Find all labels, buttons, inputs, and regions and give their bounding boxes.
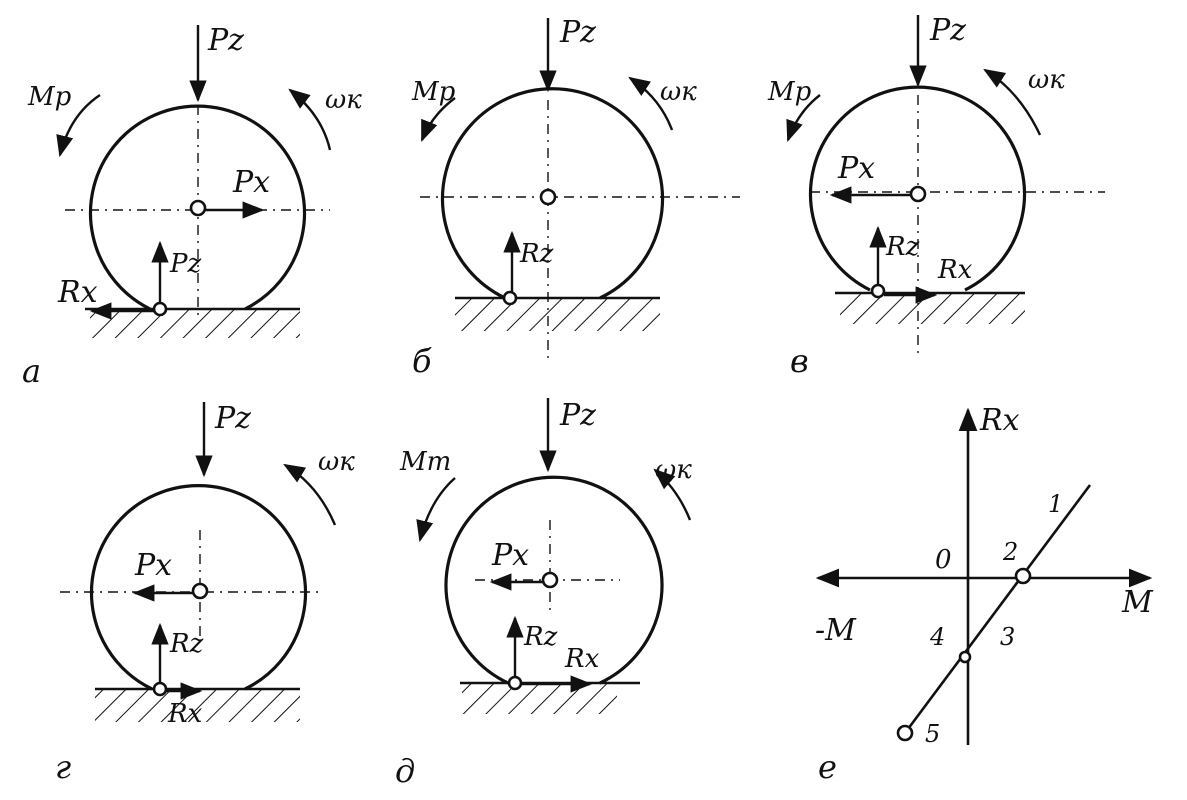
point-2-marker [1014, 567, 1032, 585]
origin-label: 0 [935, 545, 952, 575]
moment-label: Mp [27, 82, 72, 112]
px-label: Px [491, 538, 529, 573]
point-label-1: 1 [1048, 490, 1063, 518]
panel-caption: г [55, 748, 71, 786]
omega-arc [628, 76, 674, 131]
road-hatching [90, 310, 300, 338]
rz-label: Rz [169, 629, 204, 659]
pz-label: Pz [929, 13, 966, 48]
omega-arc [983, 68, 1042, 136]
road-hatching [455, 299, 660, 331]
x-pos-label: M [1121, 585, 1154, 620]
road-hatching [462, 684, 617, 714]
moment-arc [56, 94, 101, 158]
moment-label: Mp [767, 77, 812, 107]
omega-label: ωк [1028, 65, 1065, 95]
panel-g: Pz ωк Px Rz Rx г [55, 401, 355, 786]
panel-caption: б [412, 342, 432, 380]
y-axis-label: Rx [979, 403, 1020, 438]
omega-arc [653, 468, 692, 521]
panel-caption: а [22, 352, 41, 390]
omega-arc [288, 88, 332, 151]
wheel-rim [808, 85, 1027, 292]
panel-b: Pz Mp ωк Rz б [411, 15, 740, 380]
rx-label: Rx [167, 699, 203, 729]
wheel-hub [189, 199, 207, 217]
contact-point [507, 675, 523, 691]
wheel-hub [541, 571, 559, 589]
moment-arc [416, 477, 456, 543]
contact-point [502, 290, 518, 306]
rx-label: Rx [564, 644, 600, 674]
rx-label: Rx [57, 275, 98, 310]
px-label: Px [134, 548, 172, 583]
point-label-5: 5 [925, 720, 940, 748]
pz-label: Pz [559, 15, 596, 50]
characteristic-line [903, 484, 1092, 734]
rz-label: Pz [169, 249, 201, 279]
pz-label: Pz [559, 398, 596, 433]
omega-arc [283, 463, 337, 526]
wheel-rim [444, 475, 664, 685]
wheel-hub [191, 582, 209, 600]
panel-caption: в [790, 342, 809, 380]
panel-caption: д [395, 752, 415, 790]
panel-e-graph: Rx M -M 0 1 2 3 4 5 е [815, 403, 1154, 786]
moment-arc [420, 97, 456, 143]
panel-caption: е [818, 748, 837, 786]
px-label: Px [837, 151, 875, 186]
omega-label: ωк [660, 77, 697, 107]
wheel-rim [89, 484, 308, 691]
omega-label: ωк [325, 85, 362, 115]
contact-point [152, 301, 168, 317]
point-label-2: 2 [1002, 538, 1018, 566]
omega-label: ωк [655, 455, 692, 485]
pz-label: Pz [207, 23, 244, 58]
moment-label: Mp [411, 77, 456, 107]
px-label: Px [232, 165, 270, 200]
moment-label: Mт [399, 447, 451, 477]
panel-v: Pz Mp ωк Px Rz Rx в [767, 13, 1105, 380]
panel-a: Pz Mp ωк Px Pz Rx а [22, 23, 362, 390]
wheel-rim [88, 104, 307, 311]
wheel-hub [539, 188, 557, 206]
rx-label: Rx [937, 255, 973, 285]
rz-label: Rz [523, 622, 558, 652]
contact-point [870, 283, 886, 299]
omega-label: ωк [318, 447, 355, 477]
rz-label: Rz [885, 232, 920, 262]
wheel-hub [909, 185, 927, 203]
panel-d: Pz Mт ωк Px Rz Rx д [395, 398, 692, 790]
x-neg-label: -M [815, 613, 857, 648]
contact-point [152, 681, 168, 697]
point-4-marker [958, 650, 972, 664]
point-5-marker [896, 724, 914, 742]
pz-label: Pz [214, 401, 251, 436]
rz-label: Rz [519, 239, 554, 269]
point-label-3: 3 [1000, 623, 1015, 651]
moment-arc [786, 94, 821, 143]
point-label-4: 4 [929, 623, 945, 651]
road-hatching [840, 294, 1025, 324]
